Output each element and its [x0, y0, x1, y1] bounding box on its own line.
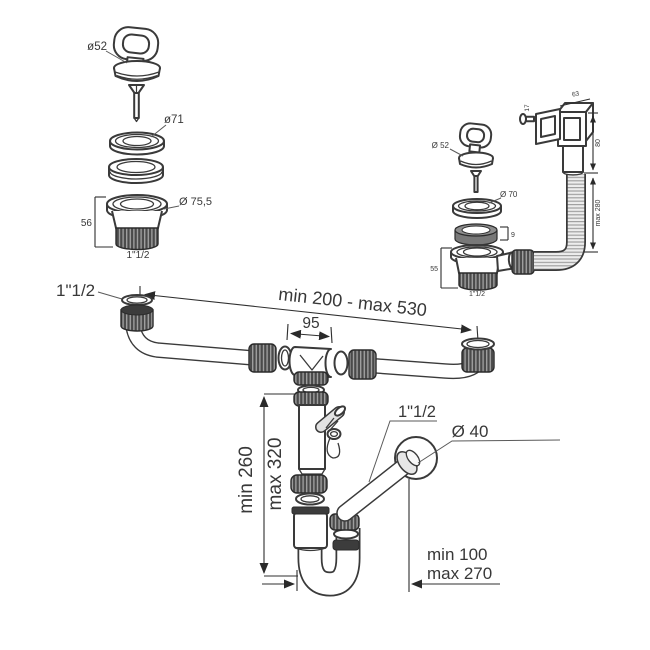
dim-gasket-height: 9 [500, 226, 515, 241]
outlet-dia-label: Ø 40 [452, 422, 489, 441]
gasket-small [454, 223, 498, 246]
leader-outlet-dia [417, 439, 561, 464]
thread-left-label: 1"1/2 [126, 250, 149, 261]
thread-right-label: 1"1/2 [469, 291, 485, 298]
strainer-exploded-left: ø52 ø71 [81, 26, 212, 261]
nut-left-inlet [120, 304, 154, 332]
outlet-pipe [336, 436, 438, 522]
flange-ring-small [452, 198, 502, 219]
leader-flange-right [488, 197, 502, 204]
plug-handle-small [458, 122, 493, 154]
manifold-assembly: min 200 - max 530 1"1/2 95 [56, 281, 495, 396]
siphon-ring [295, 492, 325, 506]
dim-hose-length-label: max 280 [595, 199, 602, 226]
cap-strap [326, 437, 341, 459]
dim-siphon-height: min 260 max 320 [236, 393, 301, 577]
tee-body [288, 346, 332, 378]
leader-plug-left [105, 50, 128, 64]
dim-body-height-small-label: 55 [430, 266, 438, 273]
leader-manifold-thread [97, 291, 123, 300]
dim-height-max-label: max 320 [265, 438, 286, 511]
plug-handle [112, 26, 160, 69]
dim-hose-length: max 280 [584, 177, 602, 253]
leader-outlet-thread [368, 420, 437, 483]
dim-plug-right-label: Ø 52 [432, 141, 450, 150]
pipe-left [126, 319, 261, 365]
dim-wall-distance: min 100 max 270 [262, 479, 500, 592]
dim-overflow-height: 80 [584, 112, 602, 174]
dishwasher-barb [315, 405, 347, 433]
nut-right-inlet [461, 337, 495, 373]
thread-tail-small [458, 272, 498, 291]
plug-screw-small [470, 170, 482, 193]
dim-tee-width: 95 [286, 315, 333, 344]
tee-branch-nut [293, 371, 329, 386]
overflow-body [557, 102, 594, 176]
dim-overflow-height-label: 80 [595, 139, 602, 147]
plug-body [113, 60, 161, 82]
outlet-thread-label: 1"1/2 [398, 403, 436, 421]
dim-span: min 200 - max 530 [139, 284, 479, 342]
trap-right-ring [333, 528, 359, 540]
hose-nut [511, 249, 535, 275]
overflow-bezel [535, 108, 561, 145]
dim-body-height: 56 [81, 196, 113, 248]
manifold-thread-label: 1"1/2 [56, 281, 95, 300]
siphon-mid-nut [290, 474, 328, 494]
leader-plug-right [449, 148, 464, 157]
dim-screw-label: 17 [524, 104, 531, 112]
dim-plug-left-label: ø52 [87, 41, 107, 53]
flange-ring [109, 131, 165, 156]
siphon-top-nut [293, 391, 329, 407]
strainer-body [106, 194, 168, 251]
siphon-inlet-tube [290, 391, 347, 506]
dim-gasket-height-label: 9 [511, 232, 515, 239]
dim-flange-left-label: ø71 [164, 114, 184, 126]
tee-ring-right [333, 350, 349, 376]
thread-tail [115, 227, 159, 251]
trap-right-gasket [332, 539, 360, 551]
tee-nut-right [348, 349, 377, 380]
dim-body-dia-label: Ø 75,5 [179, 196, 212, 208]
overflow-screw: 17 [519, 104, 535, 125]
dim-span-label: min 200 - max 530 [277, 284, 427, 320]
dim-height-min-label: min 260 [236, 446, 257, 514]
tee-fitting [248, 343, 377, 396]
p-trap [291, 506, 361, 597]
dim-body-height-label: 56 [81, 218, 93, 229]
dim-wall-min-label: min 100 [427, 545, 487, 564]
strainer-body-small [450, 244, 518, 291]
plug-body-small [458, 151, 494, 169]
leader-body-dia [163, 205, 180, 210]
siphon-assembly: min 260 max 320 [236, 391, 561, 597]
barb-cap [326, 428, 342, 459]
dim-overflow-width-label: 63 [571, 90, 580, 99]
dim-tee-width-label: 95 [302, 315, 319, 332]
leader-flange-left [150, 124, 167, 138]
dim-flange-right-label: Ø 70 [500, 190, 518, 199]
dim-body-height-small: 55 [430, 247, 458, 289]
strainer-exploded-right: Ø 52 Ø 70 9 [430, 90, 602, 298]
dim-overflow-width: 63 [559, 90, 591, 107]
sealing-gasket [108, 158, 164, 184]
plug-screw [128, 84, 145, 123]
dim-wall-max-label: max 270 [427, 564, 492, 583]
trap-cup-rim [291, 506, 330, 515]
tee-nut-left [248, 343, 277, 373]
trap-cup [293, 512, 328, 549]
overflow-hose [534, 174, 586, 271]
